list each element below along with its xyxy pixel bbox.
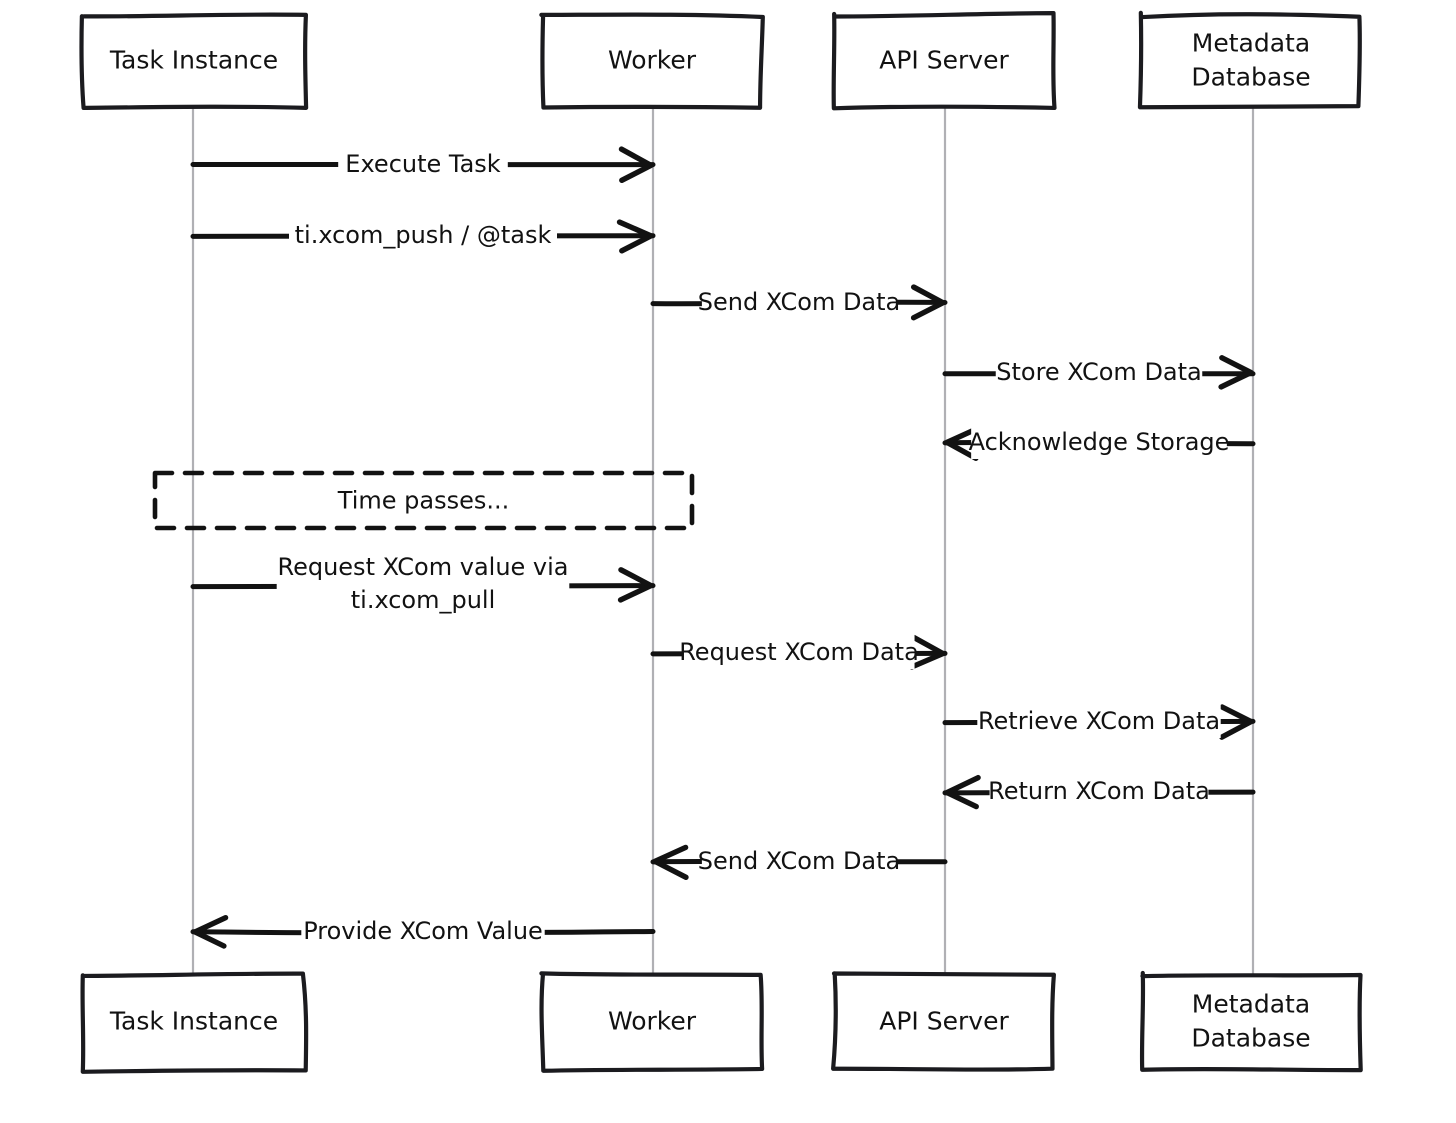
actor-box-outline-api-server <box>831 11 1057 111</box>
message-label-request-xcom-value: ti.xcom_pull <box>351 586 496 614</box>
message-label-backdrop-provide-xcom-value <box>301 913 545 948</box>
actor-label-worker: Worker <box>608 46 697 75</box>
actor-box-bottom-worker: Worker <box>539 971 765 1073</box>
actor-box-top-task-instance: Task Instance <box>79 12 309 110</box>
message-label-backdrop-return-xcom-data <box>989 773 1209 808</box>
note-time-passes-note: Time passes... <box>152 470 695 531</box>
actor-box-outline-task-instance <box>80 971 309 1074</box>
message-label-backdrop-request-xcom-value <box>276 549 570 617</box>
message-label-execute-task: Execute Task <box>345 150 501 178</box>
message-label-provide-xcom-value: Provide XCom Value <box>303 917 543 945</box>
actor-box-outline-task-instance <box>79 12 309 110</box>
actor-box-top-api-server: API Server <box>831 11 1057 111</box>
message-label-backdrop-send-xcom-data-down <box>701 843 897 878</box>
message-request-xcom-data: Request XCom Data <box>650 634 948 670</box>
actor-box-bottom-api-server: API Server <box>831 971 1056 1072</box>
actor-label-metadata-database: Database <box>1191 1024 1310 1053</box>
message-provide-xcom-value: Provide XCom Value <box>190 913 656 949</box>
actor-box-outline-metadata-database <box>1139 970 1363 1073</box>
actor-label-api-server: API Server <box>879 1007 1009 1036</box>
actor-box-outline-worker <box>539 12 765 110</box>
message-label-request-xcom-data: Request XCom Data <box>679 638 919 666</box>
message-label-acknowledge-storage: Acknowledge Storage <box>969 428 1230 456</box>
actor-box-outline-metadata-database <box>1137 10 1362 110</box>
message-execute-task: Execute Task <box>190 146 656 183</box>
message-arrowhead-ti-xcom-push <box>616 219 654 254</box>
message-arrowhead-provide-xcom-value <box>192 914 229 949</box>
message-label-backdrop-acknowledge-storage <box>971 424 1227 459</box>
message-request-xcom-value: Request XCom value via ti.xcom_pull <box>190 549 656 617</box>
message-label-ti-xcom-push: ti.xcom_push / @task <box>295 221 552 249</box>
message-arrowhead-send-xcom-data-up <box>910 284 946 321</box>
message-retrieve-xcom-data: Retrieve XCom Data <box>942 703 1256 740</box>
actor-box-top-worker: Worker <box>539 12 765 110</box>
message-label-backdrop-execute-task <box>338 146 508 181</box>
actor-label-api-server: API Server <box>879 46 1009 75</box>
message-send-xcom-data-down: Send XCom Data <box>650 843 948 881</box>
message-label-backdrop-send-xcom-data-up <box>701 284 897 319</box>
message-arrowhead-send-xcom-data-down <box>652 844 689 881</box>
message-label-retrieve-xcom-data: Retrieve XCom Data <box>978 707 1220 735</box>
actor-label-task-instance: Task Instance <box>109 46 278 75</box>
message-arrowhead-retrieve-xcom-data <box>1219 704 1254 740</box>
message-arrowhead-request-xcom-value <box>617 567 654 603</box>
message-label-send-xcom-data-up: Send XCom Data <box>698 288 901 316</box>
actor-box-bottom-task-instance: Task Instance <box>80 971 309 1074</box>
actor-box-outline-api-server <box>831 971 1056 1072</box>
message-arrowhead-request-xcom-data <box>909 634 946 670</box>
message-label-backdrop-request-xcom-data <box>683 634 915 669</box>
actor-label-metadata-database: Metadata <box>1192 29 1310 58</box>
message-label-send-xcom-data-down: Send XCom Data <box>698 847 901 875</box>
message-arrowhead-store-xcom-data <box>1218 355 1254 390</box>
note-label-backdrop <box>313 484 534 517</box>
note-label: Time passes... <box>337 487 509 515</box>
message-label-backdrop-store-xcom-data <box>995 354 1203 389</box>
message-label-request-xcom-value: Request XCom value via <box>277 553 568 581</box>
message-ti-xcom-push: ti.xcom_push / @task <box>190 217 656 254</box>
actor-label-task-instance: Task Instance <box>109 1007 278 1036</box>
message-arrowhead-execute-task <box>618 146 654 183</box>
note-outline <box>152 470 695 531</box>
message-arrowhead-return-xcom-data <box>944 774 981 810</box>
actor-label-metadata-database: Database <box>1191 63 1310 92</box>
message-label-backdrop-ti-xcom-push <box>289 217 557 252</box>
message-label-backdrop-retrieve-xcom-data <box>977 703 1221 738</box>
actor-label-metadata-database: Metadata <box>1192 990 1310 1019</box>
message-acknowledge-storage: Acknowledge Storage <box>942 424 1256 462</box>
message-label-store-xcom-data: Store XCom Data <box>996 358 1202 386</box>
message-store-xcom-data: Store XCom Data <box>942 354 1256 390</box>
message-arrowhead-acknowledge-storage <box>944 425 980 462</box>
actor-label-worker: Worker <box>608 1007 697 1036</box>
message-label-return-xcom-data: Return XCom Data <box>988 777 1210 805</box>
message-return-xcom-data: Return XCom Data <box>942 773 1256 810</box>
message-send-xcom-data-up: Send XCom Data <box>650 284 948 321</box>
actor-box-outline-worker <box>539 971 765 1073</box>
